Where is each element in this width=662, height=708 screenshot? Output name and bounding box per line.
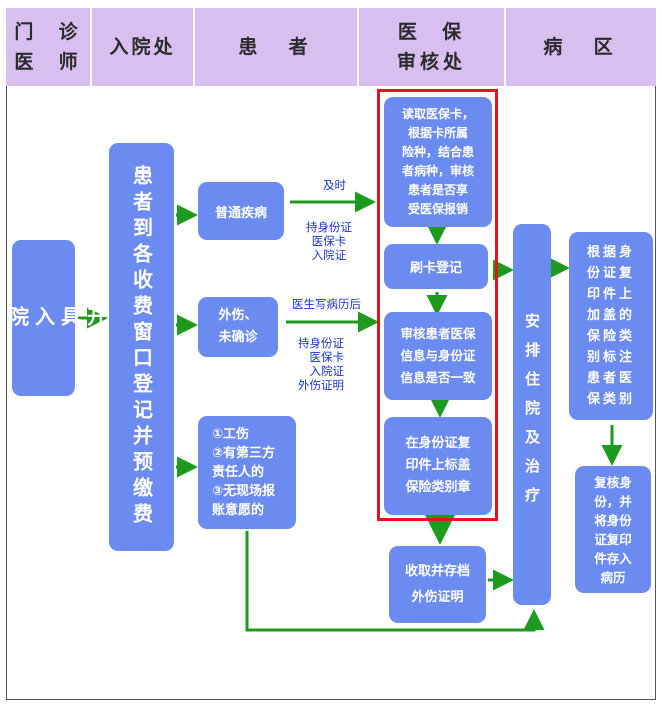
label-doctor-writes-record: 医生写病历后: [292, 297, 361, 311]
admit-and-treat-box: 安排住院及治疗: [513, 224, 551, 605]
header-patient: 患 者: [195, 8, 359, 86]
header-insurance-review: 医 保 审核处: [359, 8, 506, 86]
verify-insurance-info-box: 审核患者医保 信息与身份证 信息是否一致: [384, 312, 492, 400]
read-insurance-card-box: 读取医保卡， 根据卡所属 险种，结合患 者病种，审核 患者是否享 受医保报销: [384, 97, 492, 227]
ward-recheck-identity-box: 复核身 份，并 将身份 证复印 件存入 病历: [575, 466, 651, 593]
collect-trauma-proof-box: 收取并存档 外伤证明: [389, 546, 486, 623]
special-cases-box: ①工伤 ②有第三方 责任人的 ③无现场报 账意愿的: [198, 416, 296, 529]
stamp-insurance-type-box: 在身份证复 印件上标盖 保险类别章: [384, 417, 492, 515]
label-in-time: 及时: [323, 178, 346, 192]
label-docs-common: 持身份证 医保卡 入院证: [306, 220, 352, 262]
header-outpatient-doctor: 门 诊 医 师: [6, 8, 92, 86]
header-admission-office: 入院处: [92, 8, 195, 86]
common-disease-box: 普通疾病: [198, 182, 284, 240]
header-ward: 病 区: [506, 8, 656, 86]
swipe-card-register-box: 刷卡登记: [384, 244, 488, 289]
insurance-review-highlight: [377, 89, 498, 521]
trauma-undiagnosed-box: 外伤、 未确诊: [198, 297, 278, 357]
arrow-special-to-admit: [245, 531, 545, 632]
issue-admission-cert-box: 开 具 入 院 证: [0, 240, 108, 396]
ward-mark-insurance-box: 根据身 份证复 印件上 加盖的 保险类 别标注 患者医 保类别: [569, 232, 653, 420]
register-prepay-box: 患者到各收费窗口登记并预缴费: [109, 143, 174, 551]
label-docs-trauma: 持身份证 医保卡 入院证 外伤证明: [298, 336, 344, 392]
